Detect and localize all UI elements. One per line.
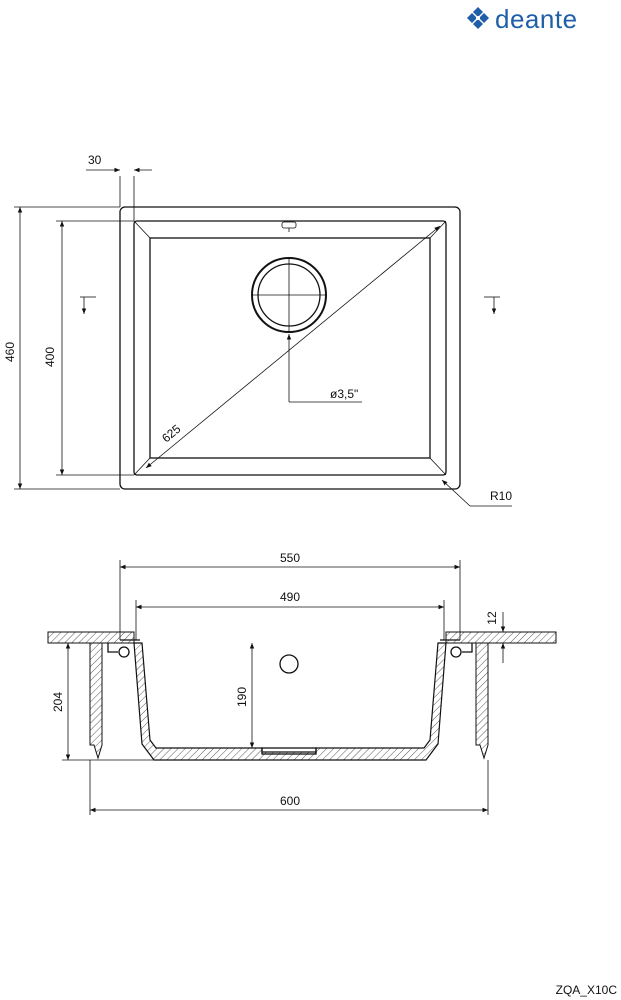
- dim-counter-thickness: 12: [485, 611, 499, 625]
- section-view: 550 490 12: [47, 551, 557, 815]
- section-mark-right: [484, 296, 500, 314]
- mounting-clip-right: [450, 643, 473, 658]
- dim-corner-radius: R10: [490, 489, 512, 503]
- sink-outer-rim: [119, 206, 461, 490]
- bowl-bottom: [149, 237, 431, 459]
- model-code: ZQA_X10C: [556, 983, 618, 997]
- dim-total-depth: 204: [51, 692, 65, 712]
- overflow-hole: [279, 654, 299, 674]
- dim-top-width: 550: [280, 551, 300, 565]
- top-view: 625 ø3,5" R10 30 460 400: [3, 153, 512, 507]
- dim-outer-height: 460: [3, 342, 17, 362]
- brand-logo: deante: [467, 4, 578, 34]
- bowl-wall: [133, 642, 447, 761]
- cabinet-side-right: [475, 642, 489, 760]
- dim-inner-height: 400: [43, 347, 57, 367]
- dim-bowl-depth: 190: [235, 687, 249, 707]
- bowl-top-edge: [133, 220, 447, 476]
- dim-cabinet-width: 600: [280, 794, 300, 808]
- cabinet-side-left: [89, 642, 103, 760]
- section-mark-left: [80, 296, 96, 314]
- countertop-left: [47, 631, 135, 644]
- dim-flange: 30: [88, 153, 102, 167]
- dim-drain-diameter: ø3,5": [330, 387, 358, 401]
- deante-logo-icon: [467, 7, 489, 29]
- countertop-right: [445, 631, 557, 644]
- dim-diagonal: 625: [159, 422, 184, 446]
- brand-name: deante: [495, 4, 578, 34]
- drain-hole: [251, 257, 327, 333]
- dim-inner-width: 490: [280, 590, 300, 604]
- mounting-clip-left: [107, 643, 130, 658]
